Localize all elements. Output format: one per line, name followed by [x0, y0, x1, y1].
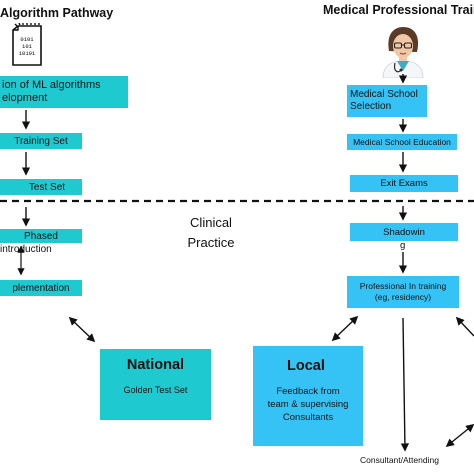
- consultant-label: Consultant/Attending: [360, 455, 439, 465]
- exit-exams-label: Exit Exams: [380, 178, 428, 189]
- arrow-professional-consultant: [400, 317, 410, 452]
- document-icon: 0101 101 10101: [10, 22, 44, 67]
- implementation-label: plementation: [12, 282, 70, 294]
- arrow-professional-offscreen: [455, 316, 474, 337]
- test-set-label: Test Set: [28, 181, 66, 193]
- ml-development-label: ion of ML algorithms elopment: [2, 79, 101, 104]
- exit-exams-box: Exit Exams: [350, 175, 458, 192]
- svg-text:0101: 0101: [20, 36, 34, 43]
- arrow-professional-local: [331, 315, 359, 342]
- med-school-selection-label: Medical School Selection: [350, 89, 418, 112]
- svg-text:101: 101: [22, 43, 33, 50]
- training-set-label: Training Set: [14, 135, 68, 147]
- phased-label: Phased: [24, 230, 58, 242]
- arrow-consultant-offscreen: [445, 423, 474, 448]
- shadowing-label: Shadowin: [383, 226, 425, 238]
- local-title: Local: [287, 358, 325, 374]
- algorithm-pathway-title: Algorithm Pathway: [0, 6, 114, 20]
- implementation-box: plementation: [0, 280, 82, 296]
- professional-training-label: Professional In training (eg, residency): [359, 281, 447, 302]
- shadowing-label-cont: g: [400, 240, 406, 251]
- national-subtitle: Golden Test Set: [123, 385, 188, 395]
- national-title: National: [126, 357, 185, 373]
- test-set-box: Test Set: [0, 179, 82, 195]
- med-school-education-box: Medical School Education: [347, 134, 457, 150]
- local-box: Local Feedback from team & supervising C…: [253, 346, 363, 446]
- arrow-implementation-national: [68, 316, 96, 343]
- ml-development-box: ion of ML algorithms elopment: [0, 76, 128, 108]
- local-body: Feedback from team & supervising Consult…: [267, 386, 349, 423]
- professional-training-box: Professional In training (eg, residency): [347, 276, 459, 308]
- introduction-label: introduction: [0, 244, 52, 255]
- med-school-education-label: Medical School Education: [353, 136, 451, 147]
- clinical-practice-label: Clinical Practice: [187, 215, 235, 250]
- med-school-selection-box: Medical School Selection: [347, 85, 427, 117]
- svg-text:10101: 10101: [19, 50, 36, 57]
- medical-training-title: Medical Professional Train: [323, 3, 474, 17]
- training-set-box: Training Set: [0, 133, 82, 149]
- phased-box: Phased: [0, 229, 82, 243]
- national-box: National Golden Test Set: [100, 349, 211, 420]
- doctor-avatar: [380, 24, 426, 79]
- shadowing-box: Shadowin: [350, 223, 458, 241]
